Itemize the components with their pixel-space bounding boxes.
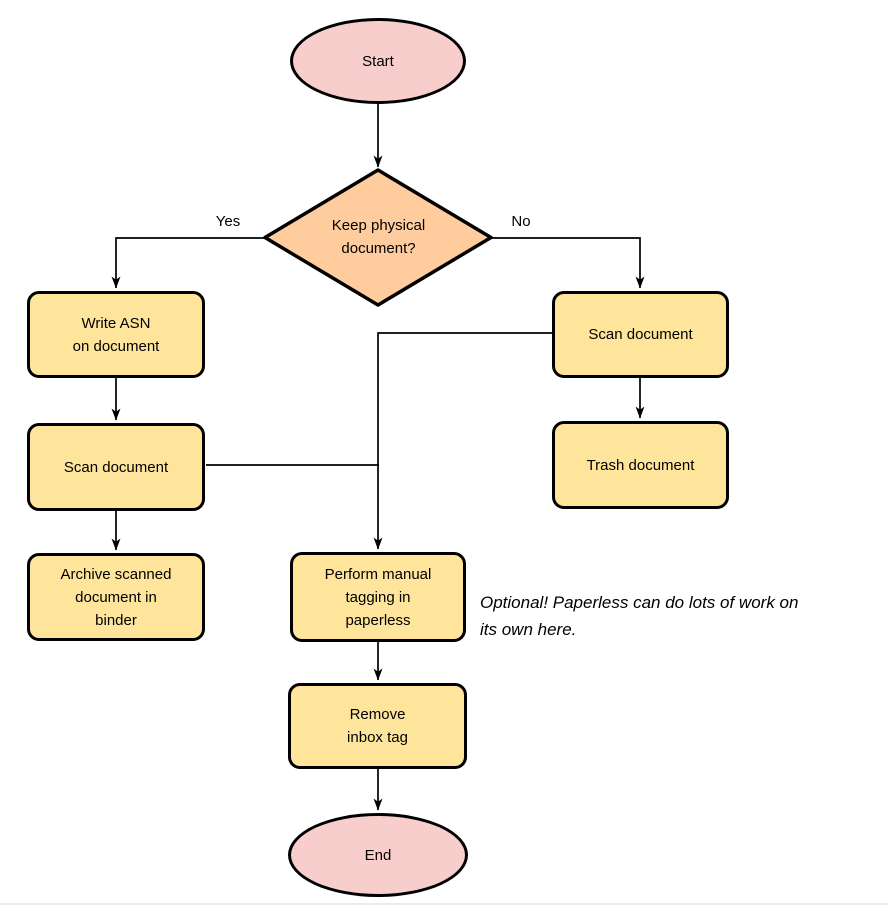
node-scan-document-left: Scan document bbox=[27, 423, 205, 511]
edge-decision-no-to-scan-right bbox=[490, 237, 645, 289]
edge-label-yes: Yes bbox=[215, 213, 241, 230]
node-write-asn: Write ASN on document bbox=[27, 291, 205, 378]
node-remove-inbox-tag: Remove inbox tag bbox=[288, 683, 467, 769]
node-end: End bbox=[288, 813, 468, 897]
edge-label-no: No bbox=[511, 213, 531, 230]
node-scan-document-right: Scan document bbox=[552, 291, 729, 378]
edge-decision-yes-to-write-asn bbox=[111, 237, 266, 289]
decision-diamond-shape bbox=[263, 168, 493, 307]
bottom-divider bbox=[0, 903, 888, 905]
annotation-optional-note: Optional! Paperless can do lots of work … bbox=[480, 593, 799, 639]
edge-scan-right-to-tagging bbox=[373, 332, 552, 550]
node-start: Start bbox=[290, 18, 466, 104]
node-manual-tagging: Perform manual tagging in paperless bbox=[290, 552, 466, 642]
node-trash-document: Trash document bbox=[552, 421, 729, 509]
node-archive-scanned: Archive scanned document in binder bbox=[27, 553, 205, 641]
node-decision-label: Keep physical document? bbox=[331, 217, 426, 257]
